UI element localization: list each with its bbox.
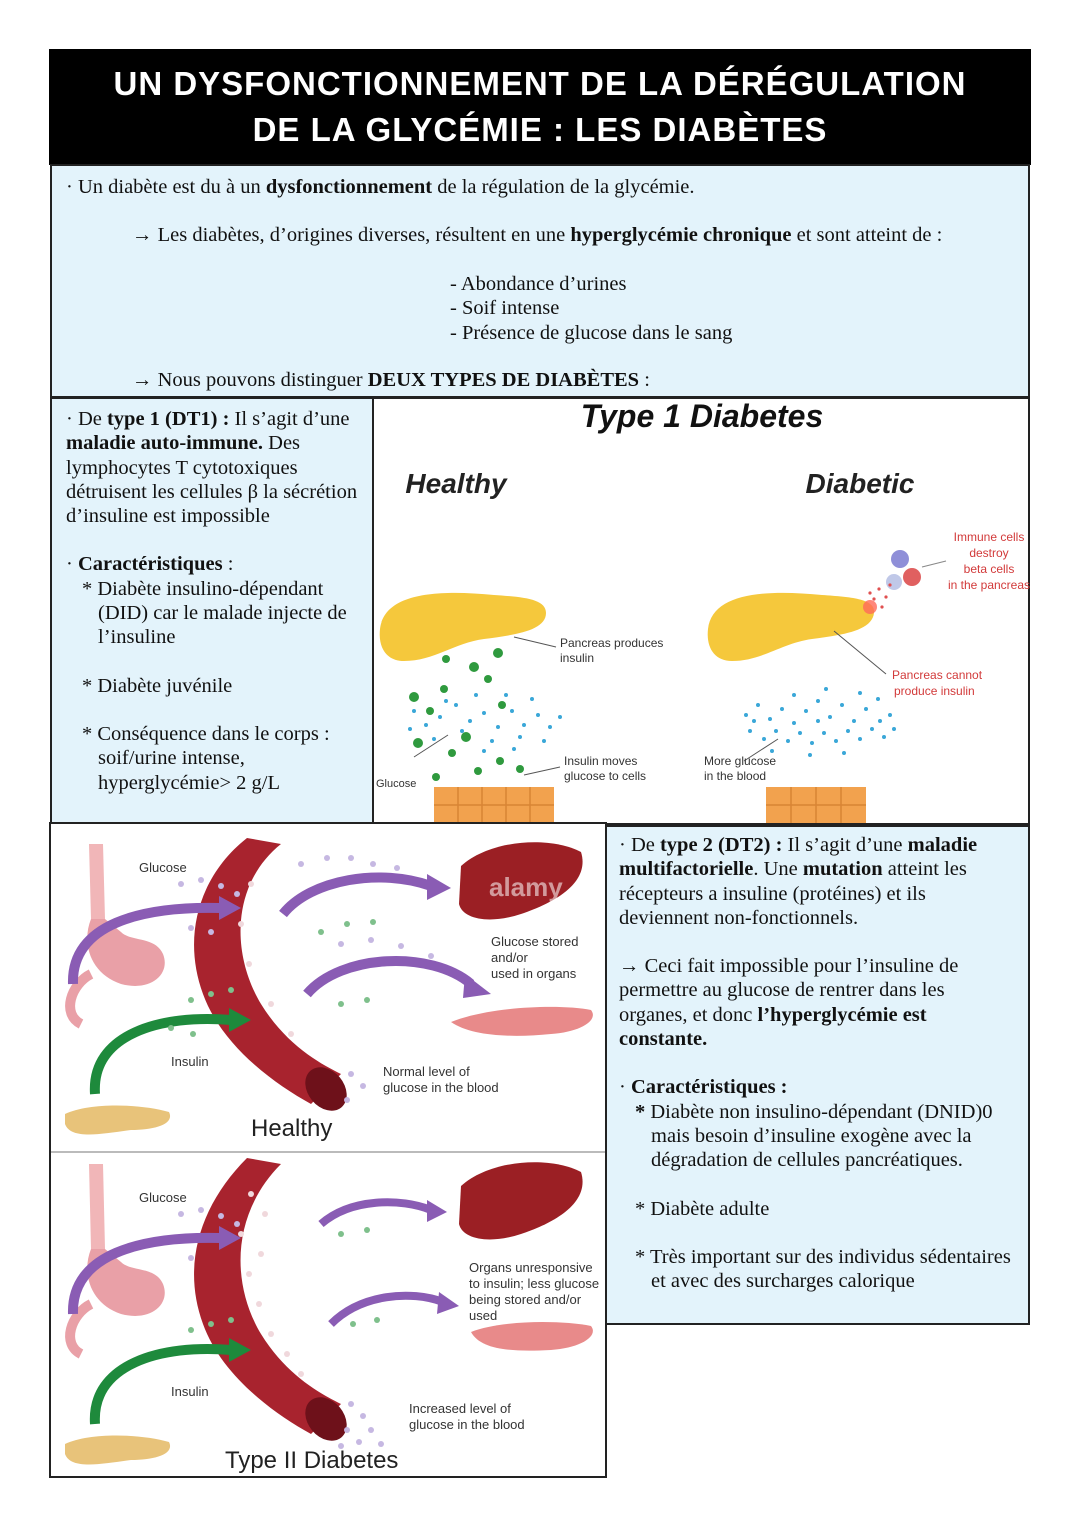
vessel-dots bbox=[238, 881, 294, 1037]
symptom-item: - Présence de glucose dans le sang bbox=[450, 321, 733, 344]
symptom-item: - Soif intense bbox=[450, 297, 560, 320]
watermark: alamy bbox=[489, 872, 563, 902]
cannot-label: Pancreas cannot produce insulin bbox=[892, 668, 983, 698]
symptom-item: - Abondance d’urines bbox=[450, 273, 627, 295]
insulin-dots bbox=[168, 919, 376, 1037]
svg-text:Normal level of: Normal level of bbox=[383, 1064, 470, 1079]
pancreas bbox=[65, 1105, 171, 1135]
svg-text:produce insulin: produce insulin bbox=[894, 684, 975, 698]
pancreas-healthy bbox=[379, 592, 546, 661]
arrow-insulin bbox=[89, 1014, 232, 1095]
glucose-label: Glucose bbox=[139, 860, 187, 875]
type2-panel: · De type 2 (DT2) : Il s’agit d’une mala… bbox=[605, 825, 1030, 1325]
symptom-list: - Abondance d’urines - Soif intense - Pr… bbox=[450, 272, 732, 345]
intro-line-3: → Nous pouvons distinguer DEUX TYPES DE … bbox=[132, 369, 650, 391]
type2-figure: Glucose Insulin Glucose stored and/or us… bbox=[49, 822, 607, 1478]
type2-panel: Glucose Insulin Organs unresponsive to i… bbox=[65, 1158, 599, 1474]
type1-panel: · De type 1 (DT1) : Il s’agit d’une mala… bbox=[50, 397, 374, 825]
liver bbox=[459, 842, 583, 920]
svg-text:used in organs: used in organs bbox=[491, 966, 577, 981]
svg-text:Increased level of: Increased level of bbox=[409, 1401, 511, 1416]
svg-text:beta cells: beta cells bbox=[964, 562, 1015, 576]
unresponsive-label: Organs unresponsive to insulin; less glu… bbox=[469, 1260, 599, 1323]
type2-item: * Diabète adulte bbox=[635, 1197, 770, 1220]
produces-label: Pancreas produces insulin bbox=[560, 636, 663, 665]
type2-caption: Type II Diabetes bbox=[225, 1447, 398, 1474]
type1-illustration: Type 1 Diabetes Healthy Diabetic Immune … bbox=[376, 398, 1030, 823]
svg-text:to insulin; less glucose: to insulin; less glucose bbox=[469, 1276, 599, 1291]
healthy-caption: Healthy bbox=[251, 1115, 332, 1142]
svg-text:Organs unresponsive: Organs unresponsive bbox=[469, 1260, 593, 1275]
fig1-healthy-label: Healthy bbox=[405, 468, 508, 499]
attack-dots bbox=[868, 583, 892, 609]
glucose-dots-healthy bbox=[408, 693, 562, 753]
svg-text:Insulin moves: Insulin moves bbox=[564, 754, 637, 768]
increased-label: Increased level of glucose in the blood bbox=[409, 1401, 525, 1432]
insulin-molecules bbox=[409, 648, 524, 781]
glucose-label-t2: Glucose bbox=[139, 1190, 187, 1205]
arrow-glucose bbox=[67, 902, 222, 985]
immune-label: Immune cells destroy beta cells in the p… bbox=[948, 530, 1030, 592]
stored-label: Glucose stored and/or used in organs bbox=[491, 934, 578, 981]
svg-text:glucose to cells: glucose to cells bbox=[564, 769, 646, 783]
svg-text:Pancreas produces: Pancreas produces bbox=[560, 636, 663, 650]
svg-text:destroy: destroy bbox=[969, 546, 1008, 560]
immune-cell bbox=[891, 550, 909, 568]
glucose-dots bbox=[178, 855, 434, 1103]
svg-text:More glucose: More glucose bbox=[704, 754, 776, 768]
title-line-1: UN DYSFONCTIONNEMENT DE LA DÉRÉGULATION bbox=[113, 65, 967, 102]
body-cells-diabetic bbox=[766, 787, 866, 823]
type1-item: * Diabète juvénile bbox=[82, 674, 233, 697]
intro-line-2: → Les diabètes, d’origines diverses, rés… bbox=[132, 224, 943, 246]
fig1-diabetic-label: Diabetic bbox=[806, 468, 915, 499]
insulin-label-t2: Insulin bbox=[171, 1384, 209, 1399]
type2-item: * Très important sur des individus séden… bbox=[635, 1245, 1011, 1293]
svg-text:glucose in the blood: glucose in the blood bbox=[383, 1080, 499, 1095]
moves-label: Insulin moves glucose to cells bbox=[564, 754, 646, 783]
svg-text:Glucose stored: Glucose stored bbox=[491, 934, 578, 949]
type1-figure: Type 1 Diabetes Healthy Diabetic Immune … bbox=[372, 397, 1030, 825]
page-title: UN DYSFONCTIONNEMENT DE LA DÉRÉGULATION … bbox=[49, 49, 1031, 165]
glucose-label: Glucose bbox=[376, 778, 416, 790]
arrow-liver bbox=[279, 872, 433, 918]
immune-cell bbox=[903, 568, 921, 586]
insulin-label: Insulin bbox=[171, 1054, 209, 1069]
body-cells-healthy bbox=[434, 787, 554, 823]
normal-label: Normal level of glucose in the blood bbox=[383, 1064, 499, 1095]
type1-item: * Diabète insulino-dépendant (DID) car l… bbox=[82, 577, 347, 649]
type2-characteristics-heading: · Caractéristiques : bbox=[619, 1076, 788, 1099]
blood-vessel bbox=[194, 838, 341, 1104]
svg-text:used: used bbox=[469, 1308, 497, 1323]
type1-item: * Conséquence dans le corps : soif/urine… bbox=[82, 722, 330, 794]
healthy-panel: Glucose Insulin Glucose stored and/or us… bbox=[65, 838, 593, 1142]
type2-item: * Diabète non insulino-dépendant (DNID)0… bbox=[635, 1100, 993, 1172]
svg-text:in the blood: in the blood bbox=[704, 769, 766, 783]
intro-line-1: · Un diabète est du à un dysfonctionneme… bbox=[66, 176, 695, 198]
arrow-muscle bbox=[303, 956, 475, 998]
esophagus bbox=[89, 844, 105, 919]
type2-illustration: Glucose Insulin Glucose stored and/or us… bbox=[51, 838, 607, 1474]
svg-text:and/or: and/or bbox=[491, 950, 529, 965]
fig1-title: Type 1 Diabetes bbox=[581, 399, 823, 434]
more-glucose-label: More glucose in the blood bbox=[704, 754, 776, 783]
svg-text:in the pancreas: in the pancreas bbox=[948, 578, 1030, 592]
svg-text:being stored and/or: being stored and/or bbox=[469, 1292, 582, 1307]
svg-text:glucose in the blood: glucose in the blood bbox=[409, 1417, 525, 1432]
glucose-dots-diabetic bbox=[744, 687, 896, 757]
title-line-2: DE LA GLYCÉMIE : LES DIABÈTES bbox=[252, 111, 828, 148]
svg-text:Pancreas cannot: Pancreas cannot bbox=[892, 668, 983, 682]
type2-description: · De type 2 (DT2) : Il s’agit d’une mala… bbox=[619, 834, 978, 929]
stomach bbox=[87, 919, 165, 986]
intro-panel: · Un diabète est du à un dysfonctionneme… bbox=[50, 164, 1030, 398]
pancreas-diabetic bbox=[707, 592, 875, 661]
type1-description: · De type 1 (DT1) : Il s’agit d’une mala… bbox=[66, 408, 358, 528]
type1-characteristics-heading: · Caractéristiques : bbox=[66, 553, 234, 576]
type2-consequence: → Ceci fait impossible pour l’insuline d… bbox=[619, 955, 959, 1051]
muscle bbox=[451, 1006, 593, 1036]
svg-text:Immune cells: Immune cells bbox=[954, 530, 1025, 544]
svg-text:insulin: insulin bbox=[560, 651, 594, 665]
immune-cell bbox=[886, 574, 902, 590]
